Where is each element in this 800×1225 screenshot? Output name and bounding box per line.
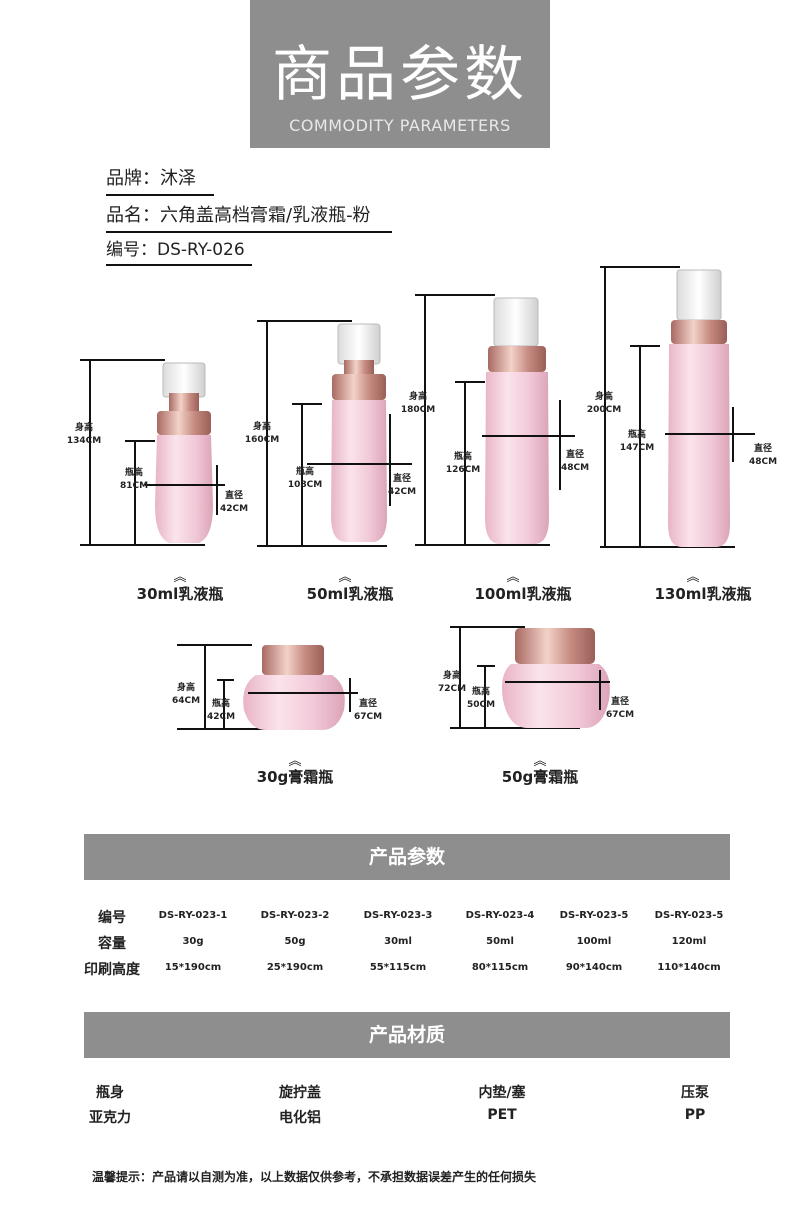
product-name-underline: [106, 231, 392, 233]
product-name-info: 品名：六角盖高档膏霜/乳液瓶-粉: [106, 201, 392, 233]
page-title: 商品参数: [272, 40, 528, 110]
jar-50g-drawing: [450, 626, 610, 729]
params-cell: 110*140cm: [657, 962, 721, 973]
params-cell: 50g: [284, 936, 306, 947]
params-cell: 120ml: [671, 936, 707, 947]
chevron-up-icon: ︽: [173, 570, 187, 585]
bottle-50ml-label: 50ml乳液瓶: [306, 585, 394, 603]
chevron-up-icon: ︽: [338, 570, 352, 585]
product-name-text: 品名：六角盖高档膏霜/乳液瓶-粉: [106, 205, 371, 226]
bottle-30ml-label: 30ml乳液瓶: [136, 585, 224, 603]
params-cell: 55*115cm: [369, 962, 427, 973]
material-header: 压泵: [681, 1085, 709, 1101]
chevron-up-icon: ︽: [533, 754, 547, 769]
jar-50g-label: 50g膏霜瓶: [501, 768, 579, 786]
params-row-label-print-height: 印刷高度: [84, 962, 140, 978]
params-cell: DS-RY-023-4: [465, 910, 535, 921]
params-cell: 30ml: [384, 936, 412, 947]
material-header: 内垫/塞: [478, 1085, 526, 1101]
params-cell: DS-RY-023-3: [363, 910, 433, 921]
params-cell: DS-RY-023-5: [559, 910, 629, 921]
material-value: 电化铝: [279, 1110, 321, 1126]
material-header: 瓶身: [96, 1085, 124, 1101]
disclaimer-note: 温馨提示：产品请以自测为准，以上数据仅供参考，不承担数据误差产生的任何损失: [92, 1170, 537, 1184]
params-cell: 90*140cm: [565, 962, 623, 973]
params-cell: 80*115cm: [471, 962, 529, 973]
header-banner: 商品参数 COMMODITY PARAMETERS: [250, 0, 550, 148]
params-row-label-capacity: 容量: [98, 936, 126, 952]
chevron-up-icon: ︽: [288, 754, 302, 769]
code-underline: [106, 264, 252, 266]
jar-30g-drawing: [177, 644, 358, 730]
bottle-100ml-drawing: [415, 294, 575, 546]
code-text: 编号：DS-RY-026: [106, 240, 245, 260]
brand-text: 品牌：沐泽: [106, 168, 196, 189]
params-cell: 50ml: [486, 936, 514, 947]
params-cell: DS-RY-023-1: [158, 910, 228, 921]
params-cell: DS-RY-023-2: [260, 910, 330, 921]
chevron-up-icon: ︽: [686, 570, 700, 585]
brand-info: 品牌：沐泽: [106, 164, 214, 196]
params-cell: 15*190cm: [164, 962, 222, 973]
material-value: 亚克力: [89, 1110, 131, 1126]
bottle-130ml-label: 130ml乳液瓶: [654, 585, 752, 603]
params-cell: DS-RY-023-5: [654, 910, 724, 921]
material-value: PP: [684, 1107, 706, 1123]
bottle-50ml-drawing: [257, 320, 412, 547]
material-value: PET: [487, 1107, 517, 1123]
params-section-header: 产品参数: [84, 834, 730, 880]
materials-section-header: 产品材质: [84, 1012, 730, 1058]
chevron-up-icon: ︽: [506, 570, 520, 585]
params-row-label-code: 编号: [98, 910, 126, 926]
brand-underline: [106, 194, 214, 196]
bottle-100ml-label: 100ml乳液瓶: [474, 585, 572, 603]
bottle-130ml-drawing: [600, 266, 755, 548]
jar-30g-label: 30g膏霜瓶: [256, 768, 334, 786]
page-subtitle: COMMODITY PARAMETERS: [289, 116, 511, 135]
params-cell: 30g: [182, 936, 204, 947]
material-header: 旋拧盖: [279, 1085, 321, 1101]
params-cell: 100ml: [576, 936, 612, 947]
params-cell: 25*190cm: [266, 962, 324, 973]
code-info: 编号：DS-RY-026: [106, 235, 252, 266]
bottle-30ml-drawing: [80, 359, 225, 546]
